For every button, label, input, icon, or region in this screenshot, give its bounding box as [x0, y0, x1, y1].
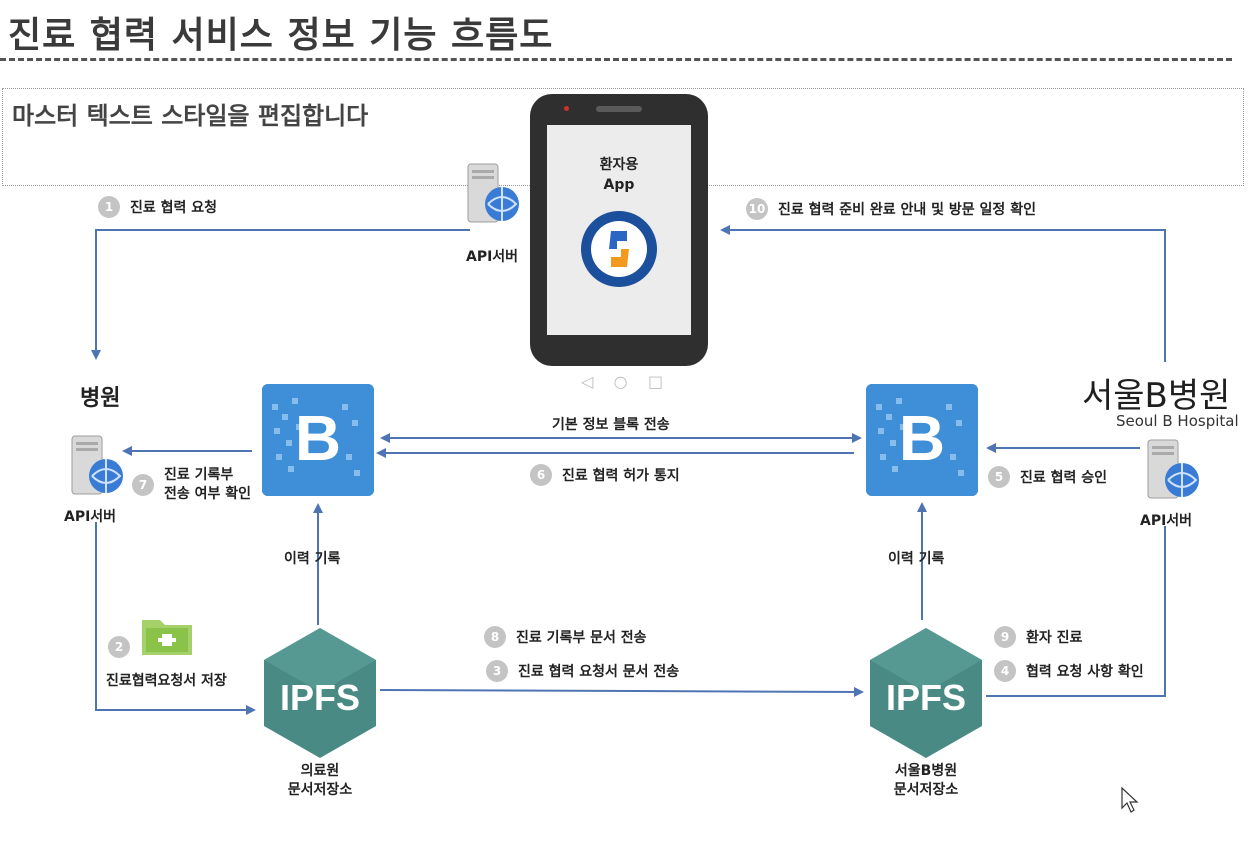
hospital-right-name-en: Seoul B Hospital [1116, 412, 1239, 430]
step-number: 3 [486, 660, 508, 682]
api-server-icon [1142, 436, 1204, 506]
blockchain-right-icon: B [866, 384, 978, 496]
step-7-line2: 전송 여부 확인 [164, 486, 252, 502]
blockchain-letter: B [899, 402, 945, 474]
storage-left-label: 의료원 문서저장소 [270, 762, 370, 800]
history-label-right: 이력 기록 [888, 551, 945, 567]
step-7-line1: 진료 기록부 [164, 467, 234, 483]
ipfs-text: IPFS [886, 677, 966, 718]
step-number: 4 [994, 660, 1016, 682]
storage-left-line2: 문서저장소 [287, 782, 353, 798]
api-server-label-right: API서버 [1140, 513, 1193, 529]
step-number: 7 [132, 474, 154, 496]
api-server-icon [462, 160, 524, 230]
phone-screen: 환자용 App ◁ ○ □ [547, 125, 691, 391]
step-label: 진료 기록부 전송 여부 확인 [164, 466, 251, 504]
arrow-save [95, 522, 256, 715]
arrow-notify-phone [720, 225, 1166, 362]
page-title: 진료 협력 서비스 정보 기능 흐름도 [8, 15, 554, 56]
step-9: 9 환자 진료 [994, 626, 1082, 648]
patient-phone: 환자용 App ◁ ○ □ [530, 94, 708, 391]
storage-left-line1: 의료원 [300, 763, 340, 779]
patient-app-label-line2: App [603, 177, 635, 193]
step-number: 1 [98, 196, 120, 218]
mouse-cursor-icon [1120, 786, 1140, 818]
block-transfer-label: 기본 정보 블록 전송 [552, 417, 670, 433]
step-label: 진료 협력 허가 통지 [562, 468, 680, 484]
step-number: 9 [994, 626, 1016, 648]
step-5: 5 진료 협력 승인 [988, 466, 1107, 488]
step-label: 진료 기록부 문서 전송 [516, 630, 647, 646]
step-2-label: 진료협력요청서 저장 [106, 673, 227, 689]
ipfs-text: IPFS [280, 677, 360, 718]
step-number: 6 [530, 464, 552, 486]
blockchain-left-icon: B [262, 384, 374, 496]
api-server-icon [66, 432, 128, 502]
history-label-left: 이력 기록 [284, 551, 341, 567]
api-server-label-left: API서버 [64, 509, 117, 525]
step-4: 4 협력 요청 사항 확인 [994, 660, 1144, 682]
step-2-number-wrap: 2 [108, 636, 140, 658]
step-label: 환자 진료 [1026, 630, 1083, 646]
ipfs-right-icon: IPFS [866, 626, 986, 760]
patient-app-label-line1: 환자용 [599, 157, 639, 173]
blockchain-letter: B [295, 402, 341, 474]
step-1: 1 진료 협력 요청 [98, 196, 217, 218]
step-10: 10 진료 협력 준비 완료 안내 및 방문 일정 확인 [746, 198, 1036, 220]
arrow-doc-transfer [379, 686, 864, 697]
storage-right-line1: 서울B병원 [894, 763, 958, 779]
ipfs-left-icon: IPFS [260, 626, 380, 760]
step-label: 진료 협력 준비 완료 안내 및 방문 일정 확인 [778, 202, 1036, 218]
phone-nav-icons: ◁ ○ □ [581, 372, 664, 391]
title-divider [0, 58, 1232, 61]
hospital-right-name: 서울B병원 [1082, 376, 1231, 416]
api-server-label-top: API서버 [466, 249, 519, 265]
step-label: 진료 협력 승인 [1020, 470, 1108, 486]
step-number: 5 [988, 466, 1010, 488]
step-label: 진료 협력 요청 [130, 200, 218, 216]
folder-icon [140, 612, 194, 662]
step-3: 3 진료 협력 요청서 문서 전송 [486, 660, 679, 682]
step-7: 7 진료 기록부 전송 여부 확인 [132, 466, 251, 504]
step-8: 8 진료 기록부 문서 전송 [484, 626, 647, 648]
step-number: 2 [108, 636, 130, 658]
patient-app-label: 환자용 App [547, 155, 691, 195]
step-number: 10 [746, 198, 768, 220]
text-placeholder[interactable]: 마스터 텍스트 스타일을 편집합니다 [12, 102, 369, 130]
phone-speaker [596, 106, 642, 112]
storage-right-label: 서울B병원 문서저장소 [874, 762, 978, 800]
step-label: 협력 요청 사항 확인 [1026, 664, 1144, 680]
step-6: 6 진료 협력 허가 통지 [530, 464, 680, 486]
phone-camera [564, 106, 569, 111]
hospital-left-name: 병원 [80, 386, 121, 411]
line-right-hospital-ipfs [986, 526, 1166, 697]
medical-center-logo-icon [579, 209, 659, 289]
step-label: 진료 협력 요청서 문서 전송 [518, 664, 680, 680]
storage-right-line2: 문서저장소 [893, 782, 959, 798]
step-number: 8 [484, 626, 506, 648]
arrow-request [91, 229, 470, 360]
